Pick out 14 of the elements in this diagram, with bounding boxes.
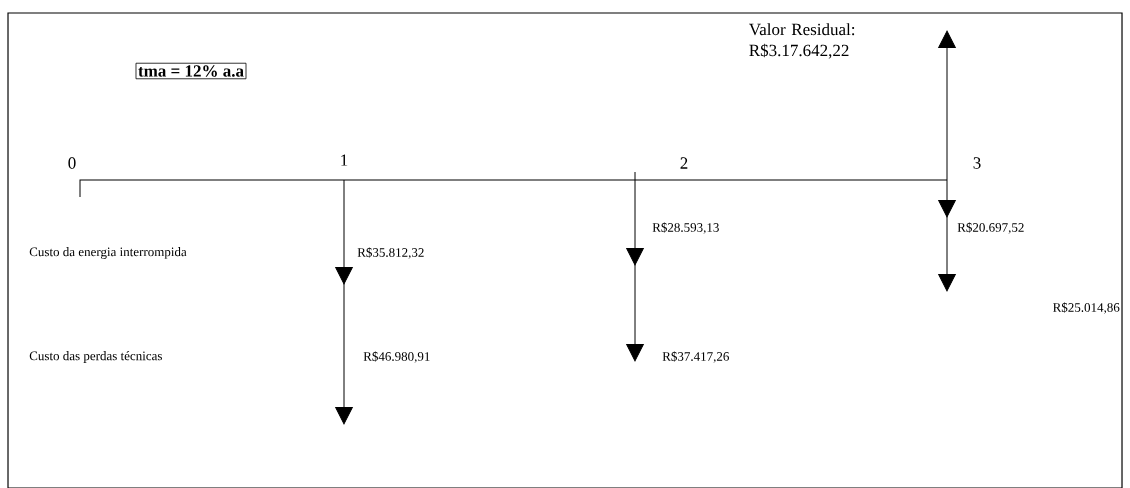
period-number: 2 <box>680 157 688 169</box>
row-label: Custo da energia interrompida <box>29 247 187 259</box>
period-number: 1 <box>341 154 348 166</box>
period-number: 3 <box>973 157 981 169</box>
value-label: R$37.417,26 <box>662 351 729 363</box>
value-label: R$46.980,91 <box>363 351 430 363</box>
rate-box: tma = 12% a.a <box>135 62 247 80</box>
row-label: Custo das perdas técnicas <box>29 351 162 363</box>
value-label: Valor Residual: R$3.17.642,22 <box>749 23 855 59</box>
period-number: 0 <box>68 157 76 169</box>
value-label: R$28.593,13 <box>652 222 719 234</box>
value-label: R$35.812,32 <box>357 247 424 259</box>
value-label: R$20.697,52 <box>957 222 1024 234</box>
value-label: R$25.014,86 <box>1053 302 1120 314</box>
